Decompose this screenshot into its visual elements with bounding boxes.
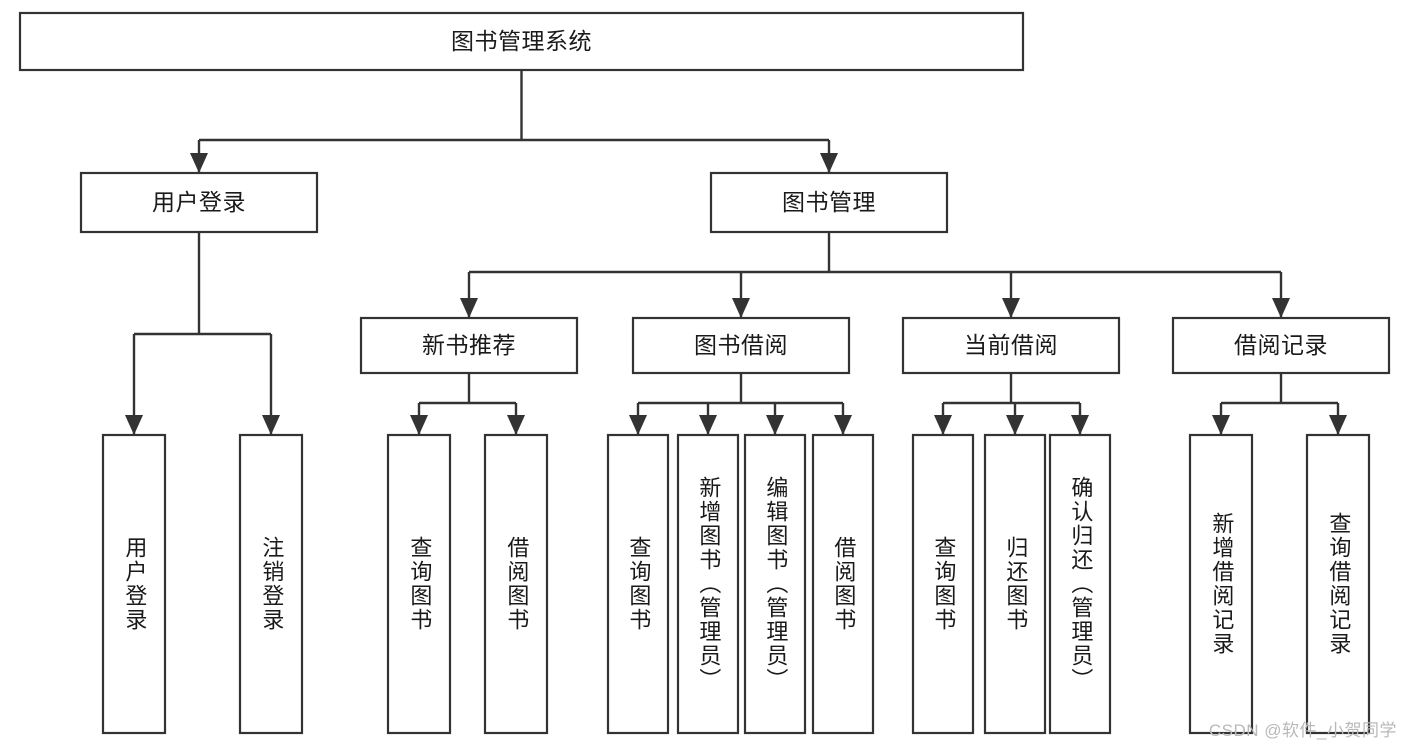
arrow-head-icon-leaf_add_record (1212, 415, 1230, 435)
node-box-leaf-edit-book[interactable] (743, 433, 807, 735)
arrow-head-icon-leaf_borrow_book_1 (507, 415, 525, 435)
connectors-layer (125, 70, 1347, 435)
node-box-leaf-borrow-book-2[interactable] (811, 433, 875, 735)
arrow-head-icon-leaf_confirm_return (1071, 415, 1089, 435)
arrow-head-icon-leaf_query_book_2 (629, 415, 647, 435)
arrow-head-icon-current_borrow (1002, 298, 1020, 318)
node-box-book-borrow[interactable] (631, 316, 851, 375)
arrow-head-icon-leaf_query_book_1 (410, 415, 428, 435)
node-box-leaf-return-book[interactable] (983, 433, 1047, 735)
arrow-head-icon-leaf_edit_book (766, 415, 784, 435)
node-box-leaf-confirm-return[interactable] (1048, 433, 1112, 735)
node-box-leaf-borrow-book-1[interactable] (483, 433, 549, 735)
node-box-leaf-query-book-1[interactable] (386, 433, 452, 735)
arrow-head-icon-leaf_query_record (1329, 415, 1347, 435)
node-box-leaf-query-record[interactable] (1305, 433, 1371, 735)
arrow-head-icon-leaf_return_book (1006, 415, 1024, 435)
node-box-root[interactable] (18, 11, 1025, 72)
node-box-leaf-logout[interactable] (238, 433, 304, 735)
arrow-head-icon-book_borrow (732, 298, 750, 318)
node-box-borrow-record[interactable] (1171, 316, 1391, 375)
arrow-head-icon-leaf_user_login (125, 415, 143, 435)
node-box-current-borrow[interactable] (901, 316, 1121, 375)
node-box-leaf-user-login[interactable] (101, 433, 167, 735)
boxes-layer (18, 11, 1391, 735)
arrow-head-icon-borrow_record (1272, 298, 1290, 318)
arrow-head-icon-leaf_query_book_3 (934, 415, 952, 435)
node-box-book-manage[interactable] (709, 171, 949, 234)
node-box-leaf-query-book-3[interactable] (911, 433, 975, 735)
arrow-head-icon-new_book_rec (460, 298, 478, 318)
arrow-head-icon-user_login (190, 153, 208, 173)
node-box-leaf-add-record[interactable] (1188, 433, 1254, 735)
arrow-head-icon-leaf_logout (262, 415, 280, 435)
node-box-new-book-rec[interactable] (359, 316, 579, 375)
node-box-leaf-query-book-2[interactable] (606, 433, 670, 735)
node-box-user-login[interactable] (79, 171, 319, 234)
arrow-head-icon-leaf_add_book (699, 415, 717, 435)
arrow-head-icon-book_manage (820, 153, 838, 173)
node-box-leaf-add-book[interactable] (676, 433, 740, 735)
arrow-head-icon-leaf_borrow_book_2 (834, 415, 852, 435)
